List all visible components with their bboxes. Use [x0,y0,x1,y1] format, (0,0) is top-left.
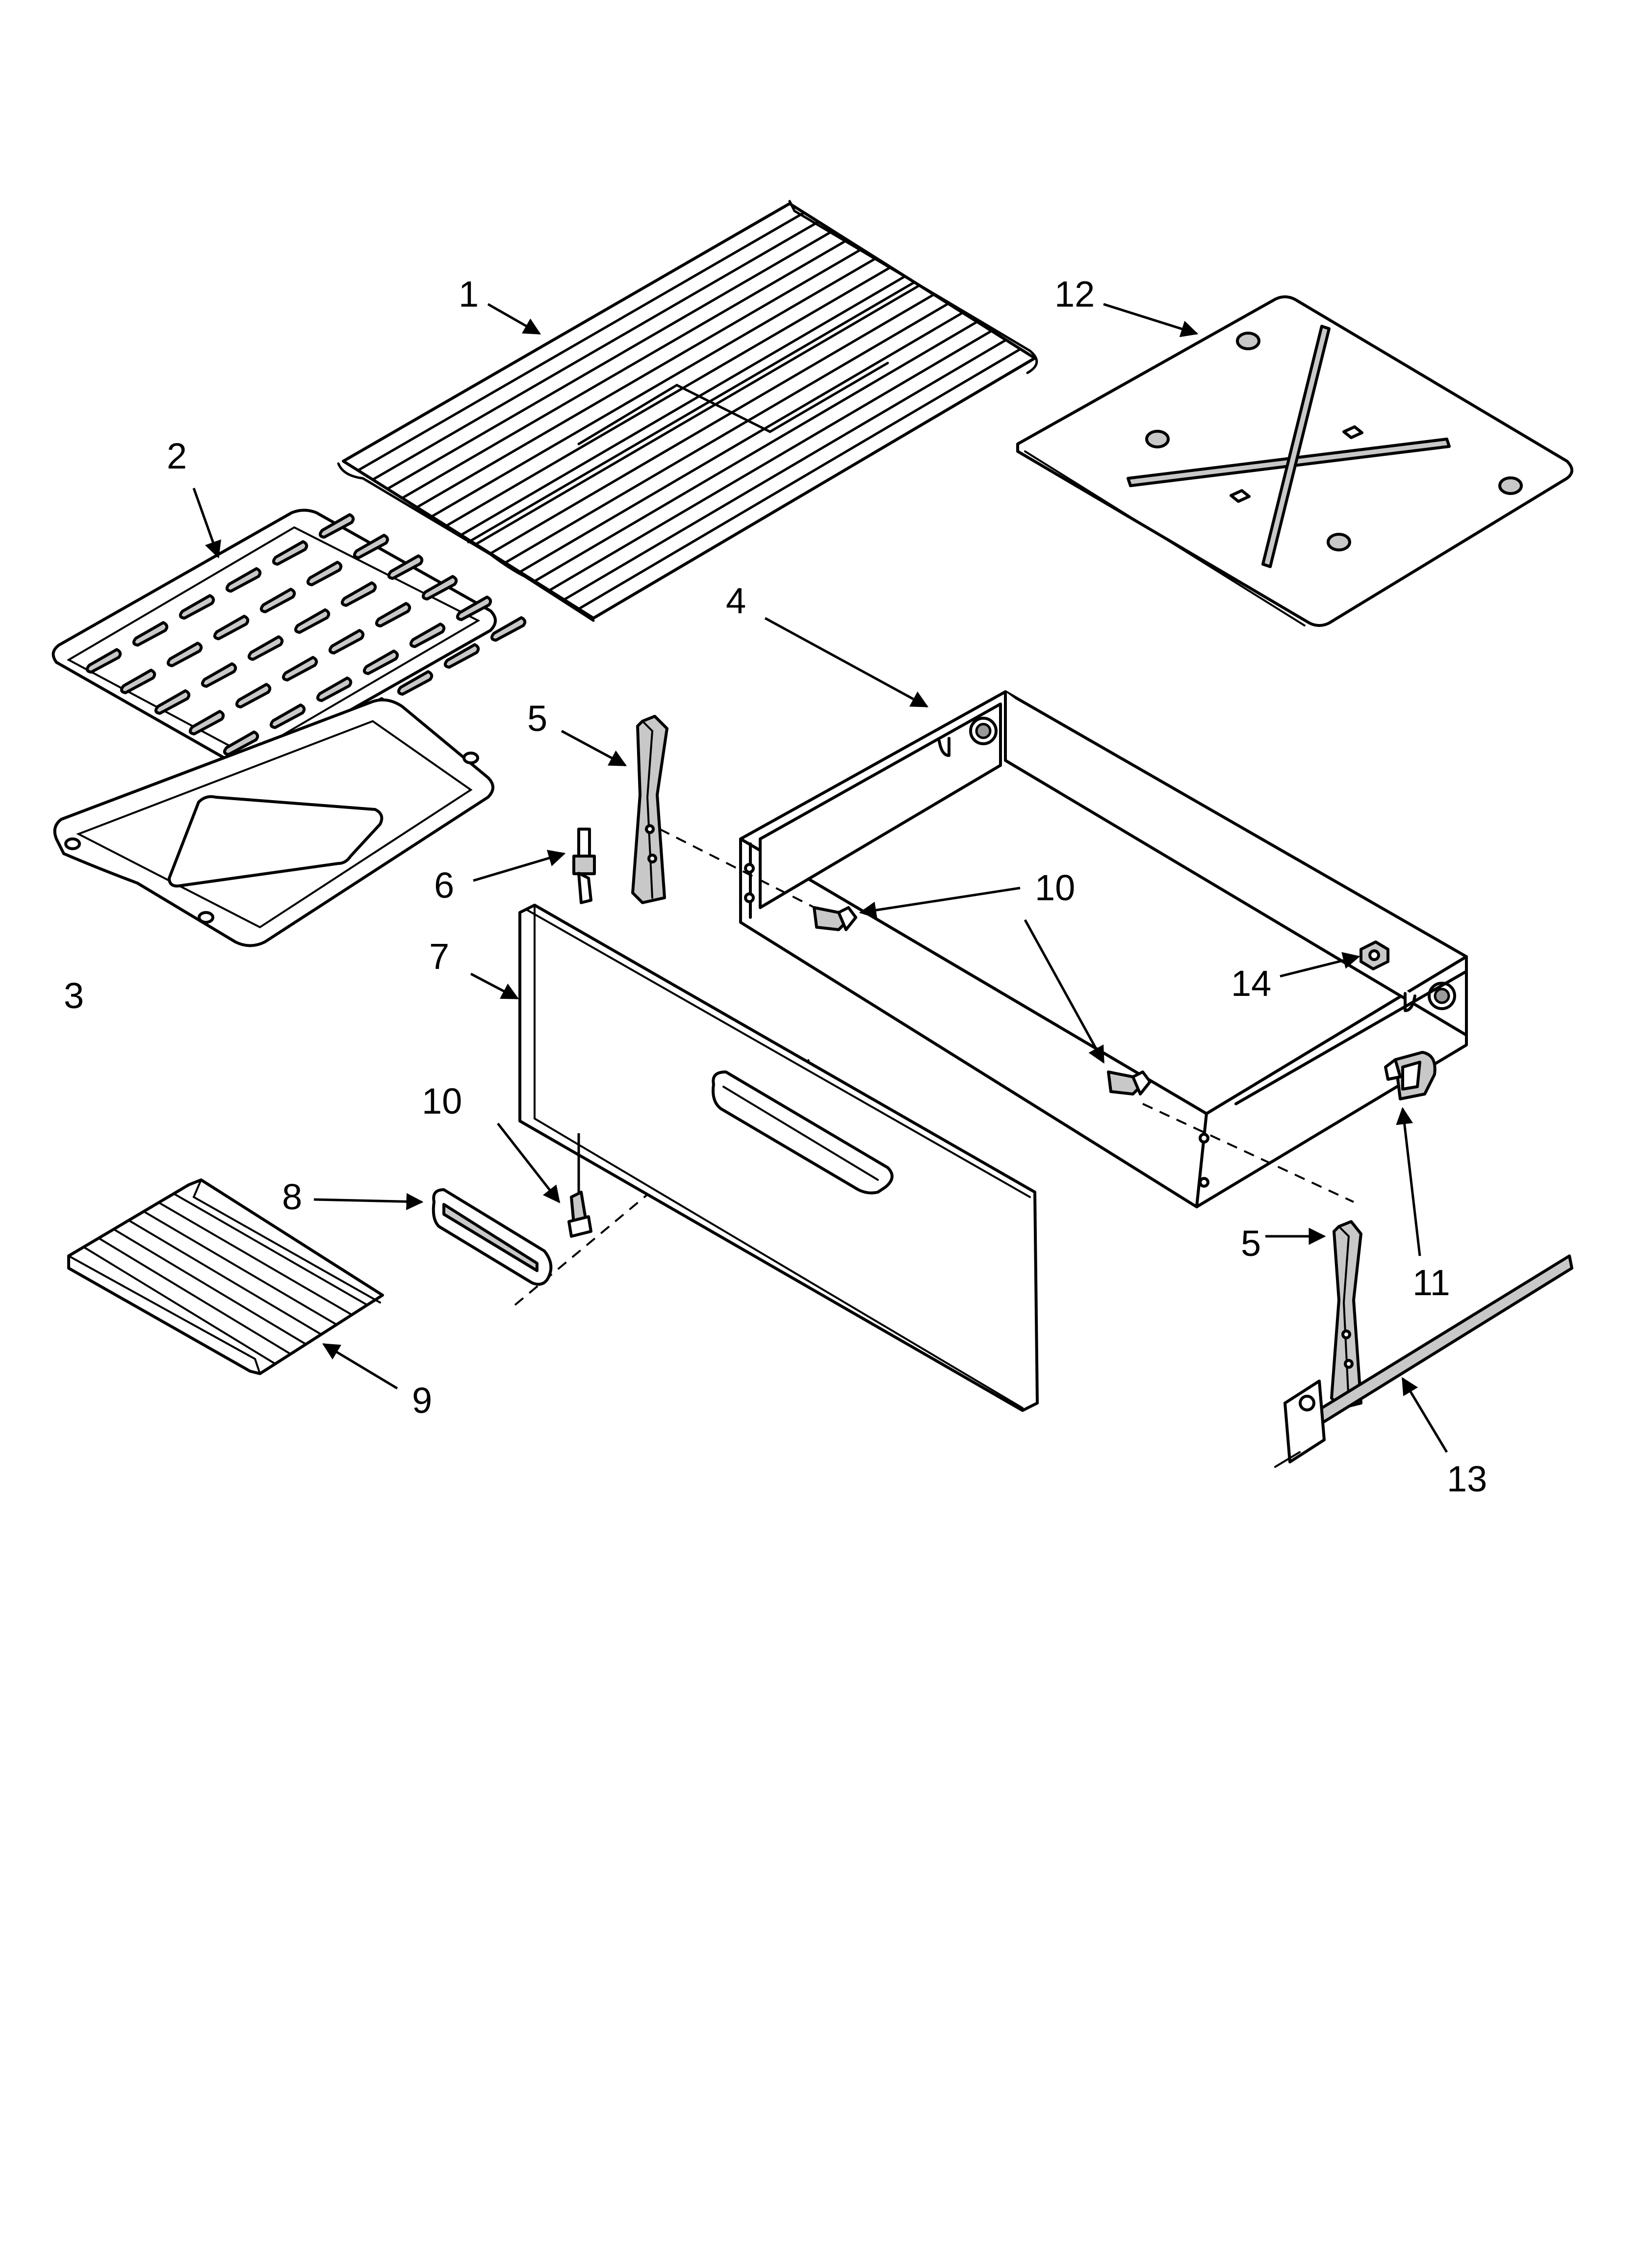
callout-14: 14 [1231,963,1271,1004]
grid-slot [223,730,259,756]
grid-slot [443,643,480,669]
part-screw-upper [813,906,857,931]
callout-3: 3 [64,975,84,1016]
grid-slot [316,677,353,702]
grid-slot [306,561,343,586]
grid-slot [353,534,389,559]
deflector-rib [128,1219,322,1335]
rack-bar [577,347,1022,610]
rack-bar [386,230,834,490]
deflector-rib [112,1228,307,1345]
rack-bar [371,220,820,481]
grid-slot [166,642,203,667]
rack-bar [460,275,906,537]
part-clip [1384,1051,1437,1100]
rack-bar [489,293,935,555]
part-drawer-glide-right [1330,1220,1362,1409]
deflector-rib [173,1193,368,1306]
rack-bar [548,329,993,592]
callout-6: 6 [434,865,454,906]
grid-slot [340,581,377,607]
part-broiler-pan [53,698,494,947]
deflector-rib [143,1210,338,1326]
rack-bar [342,202,791,463]
grid-slot [247,635,284,661]
rack-bar [533,320,978,583]
grid-slot [259,588,296,613]
part-drawer-rail [1274,1254,1573,1468]
grid-slot [490,616,527,642]
part-oven-rack [337,200,1038,622]
callout-9: 9 [412,1380,432,1421]
grid-slot [235,683,272,708]
callout-13: 13 [1447,1459,1487,1499]
grid-slot [318,513,355,539]
callout-12: 12 [1054,274,1095,314]
rack-bar [592,357,1036,620]
grid-slot [269,704,306,729]
grid-slot [188,710,225,735]
callout-4: 4 [726,580,746,621]
part-broiler-grid [51,509,527,777]
part-screw-middle [1107,1070,1152,1095]
callout-7: 7 [429,936,449,977]
callout-labels: 1 12 2 4 5 6 10 7 3 14 10 8 5 11 9 13 [64,274,1487,1499]
grid-slot [201,662,237,688]
part-drawer-body [739,690,1468,1208]
callout-10-upper: 10 [1035,867,1075,908]
grid-slot [225,567,262,593]
grid-slot [328,629,365,654]
grid-slot [282,656,318,681]
grid-slot [294,608,331,634]
part-screw-front [567,1133,592,1238]
callout-5-lower: 5 [1241,1223,1261,1264]
grid-slot [362,650,399,675]
callout-8: 8 [282,1176,302,1217]
part-heat-deflector [67,1178,384,1375]
grid-slot [456,596,492,621]
grid-slot [421,575,458,600]
grid-slot [387,554,424,580]
part-drawer-glide-left [631,715,668,904]
grid-slot [132,621,169,647]
deflector-rib [82,1246,277,1365]
part-handle-trim [432,1188,553,1286]
callout-5-upper: 5 [527,698,547,739]
grid-slot [397,670,434,696]
callout-10-lower: 10 [422,1081,462,1121]
part-stud [572,828,596,904]
rack-bar [504,302,950,564]
grid-slot [213,615,250,640]
rack-bar [474,284,921,546]
grid-slot [409,623,446,648]
part-drawer-front-panel [518,904,1039,1412]
grid-slot [272,540,308,566]
callout-2: 2 [167,436,187,476]
alignment-line-left [659,828,844,923]
callout-1: 1 [459,274,479,314]
leader-arrows [192,303,1448,1453]
grid-slot [120,669,156,694]
rack-bar [430,257,877,518]
rack-bar [563,339,1007,601]
rack-bar [445,266,892,527]
grid-slot [179,594,215,620]
rack-bar [415,248,863,509]
part-nut [1360,940,1389,970]
rack-bar [518,311,964,574]
grid-slot [154,689,191,715]
grid-slot [375,602,411,627]
deflector-rib [98,1237,292,1355]
callout-11: 11 [1412,1262,1450,1303]
deflector-rib [157,1201,353,1316]
rack-bar [357,211,805,472]
alignment-line-right [1142,1103,1354,1203]
grid-slot [85,648,122,674]
rack-bar [401,238,849,499]
part-oven-bottom-panel [1016,295,1573,627]
